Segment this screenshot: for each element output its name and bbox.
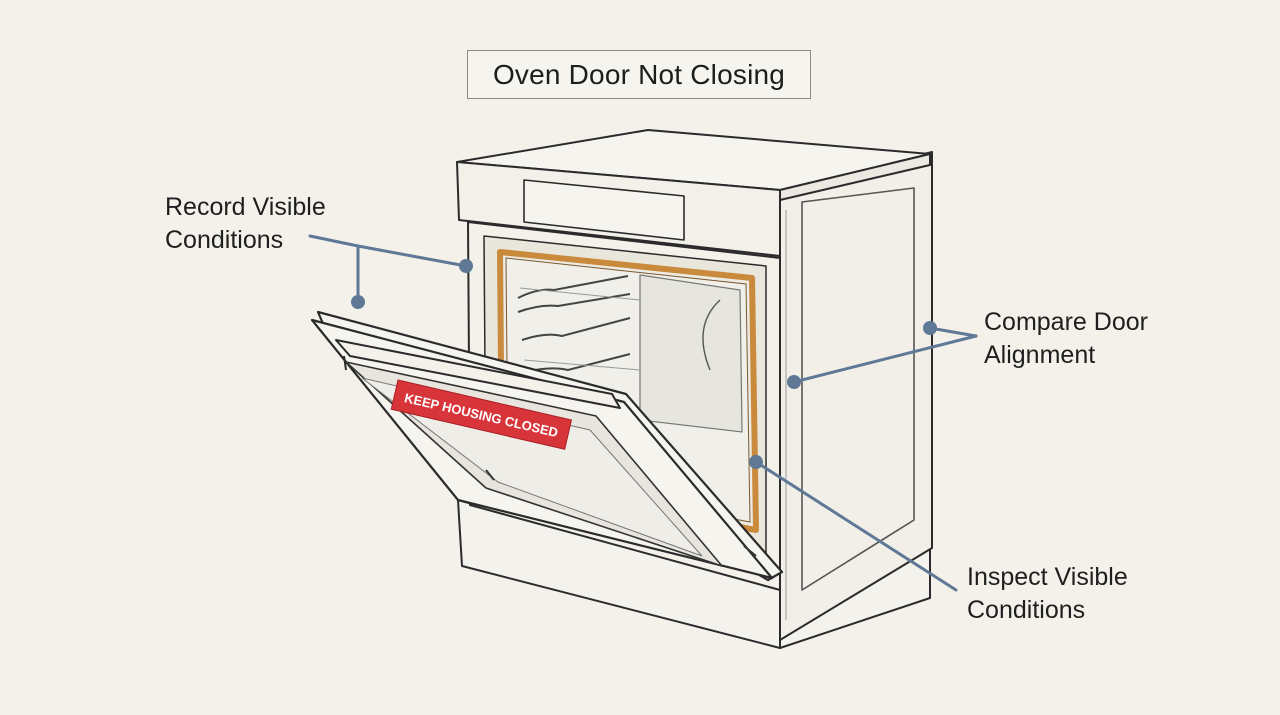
callout-record-conditions: Record Visible Conditions — [165, 191, 326, 257]
callout-inspect-conditions: Inspect Visible Conditions — [967, 561, 1128, 627]
callout-inspect-line1: Inspect Visible — [967, 563, 1128, 591]
dot-record-door — [351, 295, 365, 309]
dot-compare-front — [787, 375, 801, 389]
callout-record-line2: Conditions — [165, 226, 284, 254]
dot-inspect-gasket — [749, 455, 763, 469]
leader-compare-upper — [928, 326, 978, 338]
leader-inspect — [754, 460, 958, 592]
callout-leaders — [308, 234, 978, 592]
door-handle — [335, 339, 621, 409]
callout-dots — [351, 259, 937, 469]
callout-record-line1: Record Visible — [165, 193, 326, 221]
dot-record-frame — [459, 259, 473, 273]
leader-record — [308, 234, 468, 268]
oven-top — [456, 129, 931, 258]
page-title: Oven Door Not Closing — [467, 50, 811, 99]
dot-compare-side — [923, 321, 937, 335]
callout-compare-line2: Alignment — [984, 341, 1096, 369]
callout-compare-alignment: Compare Door Alignment — [984, 306, 1148, 372]
callout-inspect-line2: Conditions — [967, 596, 1086, 624]
leader-compare-lower — [792, 334, 978, 384]
callout-compare-line1: Compare Door — [984, 308, 1148, 336]
